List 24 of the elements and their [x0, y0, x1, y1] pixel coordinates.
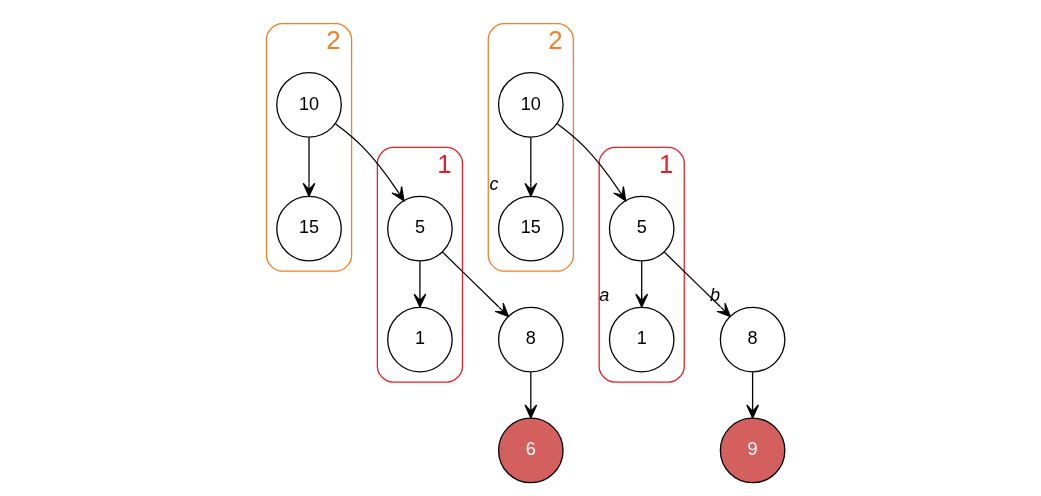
node-circle: 5: [608, 195, 675, 262]
node-circle: 5: [387, 195, 453, 262]
arrow: [635, 260, 649, 308]
arrow: [524, 136, 538, 197]
node-circle: 8: [719, 306, 786, 373]
arrow: [335, 123, 405, 202]
node-label: c: [489, 174, 499, 195]
arrow: [441, 251, 510, 318]
node-circle: 15: [497, 195, 564, 262]
node-circle: 15: [276, 195, 342, 262]
node-circle: 1: [608, 306, 675, 373]
node-circle: 10: [276, 72, 342, 138]
arrow: [556, 123, 627, 202]
node-circle: 10: [497, 72, 564, 138]
node-circle: 6: [497, 417, 564, 484]
node-circle: 8: [497, 306, 564, 373]
arrow: [746, 371, 760, 419]
node-label: b: [710, 285, 721, 306]
arrow: [413, 260, 427, 308]
node-circle: 9: [719, 417, 786, 484]
arrow: [524, 371, 538, 419]
arrow: [663, 251, 731, 318]
arrow: [302, 136, 316, 197]
node-circle: 1: [387, 306, 453, 373]
